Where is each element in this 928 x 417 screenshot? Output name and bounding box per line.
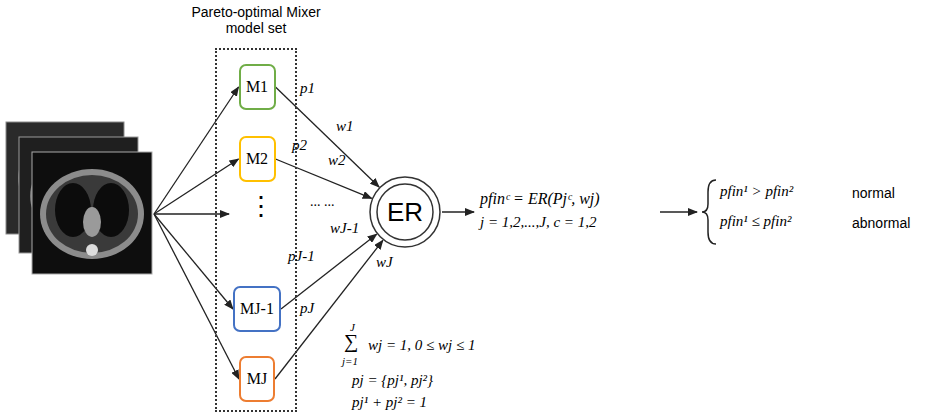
math-label: pj¹ + pj² = 1 (352, 394, 427, 411)
math-label: j=1 (342, 355, 358, 368)
math-label: pfinᶜ = ER(Pjᶜ, wj) (480, 190, 600, 208)
model-name: M1 (246, 78, 268, 96)
model-to-er-connector (276, 87, 380, 187)
model-box: MJ (239, 356, 275, 402)
math-label: pj = {pj¹, pj²} (352, 372, 433, 389)
node-label: ER (387, 197, 423, 228)
math-label: ⋮ (248, 192, 274, 222)
math-label: ... ... (310, 194, 335, 210)
math-label: pfin¹ ≤ pfin² (720, 213, 791, 230)
decision-brace (702, 180, 716, 244)
input-arrow (154, 213, 229, 214)
input-arrow (154, 214, 233, 309)
math-label: wj = 1, 0 ≤ wj ≤ 1 (368, 337, 475, 354)
probability-label: pJ-1 (288, 248, 315, 265)
math-label: pfin¹ > pfin² (720, 183, 793, 200)
group-heading: Pareto-optimal Mixer model set (191, 4, 321, 36)
input-arrow (154, 214, 239, 379)
input-arrow (154, 87, 239, 214)
math-label: j = 1,2,...,J, c = 1,2 (480, 214, 596, 231)
input-arrow (154, 159, 239, 214)
math-label: w2 (328, 152, 346, 169)
probability-label: p1 (300, 80, 315, 97)
math-label: wJ (376, 254, 393, 271)
model-box: M2 (239, 136, 276, 182)
flow-arrow (660, 211, 697, 213)
flow-arrow (442, 211, 474, 213)
model-to-er-connector (276, 159, 372, 198)
ct-slice-front (32, 152, 152, 274)
probability-label: pJ (300, 300, 314, 317)
math-label: wJ-1 (330, 220, 359, 237)
model-name: M2 (246, 150, 268, 168)
math-label: ∑ (344, 330, 358, 353)
math-label: w1 (336, 118, 354, 135)
model-set-group: Pareto-optimal Mixer model setM1M2MJ-1MJ (215, 48, 297, 412)
math-label: abnormal (852, 215, 910, 231)
model-name: MJ (247, 370, 267, 388)
probability-label: p2 (292, 137, 307, 154)
model-box: M1 (239, 64, 276, 110)
model-box: MJ-1 (233, 286, 281, 332)
model-name: MJ-1 (240, 300, 274, 318)
er-fusion-circle: ER (369, 176, 441, 248)
math-label: normal (852, 185, 895, 201)
model-to-er-connector (275, 240, 383, 379)
